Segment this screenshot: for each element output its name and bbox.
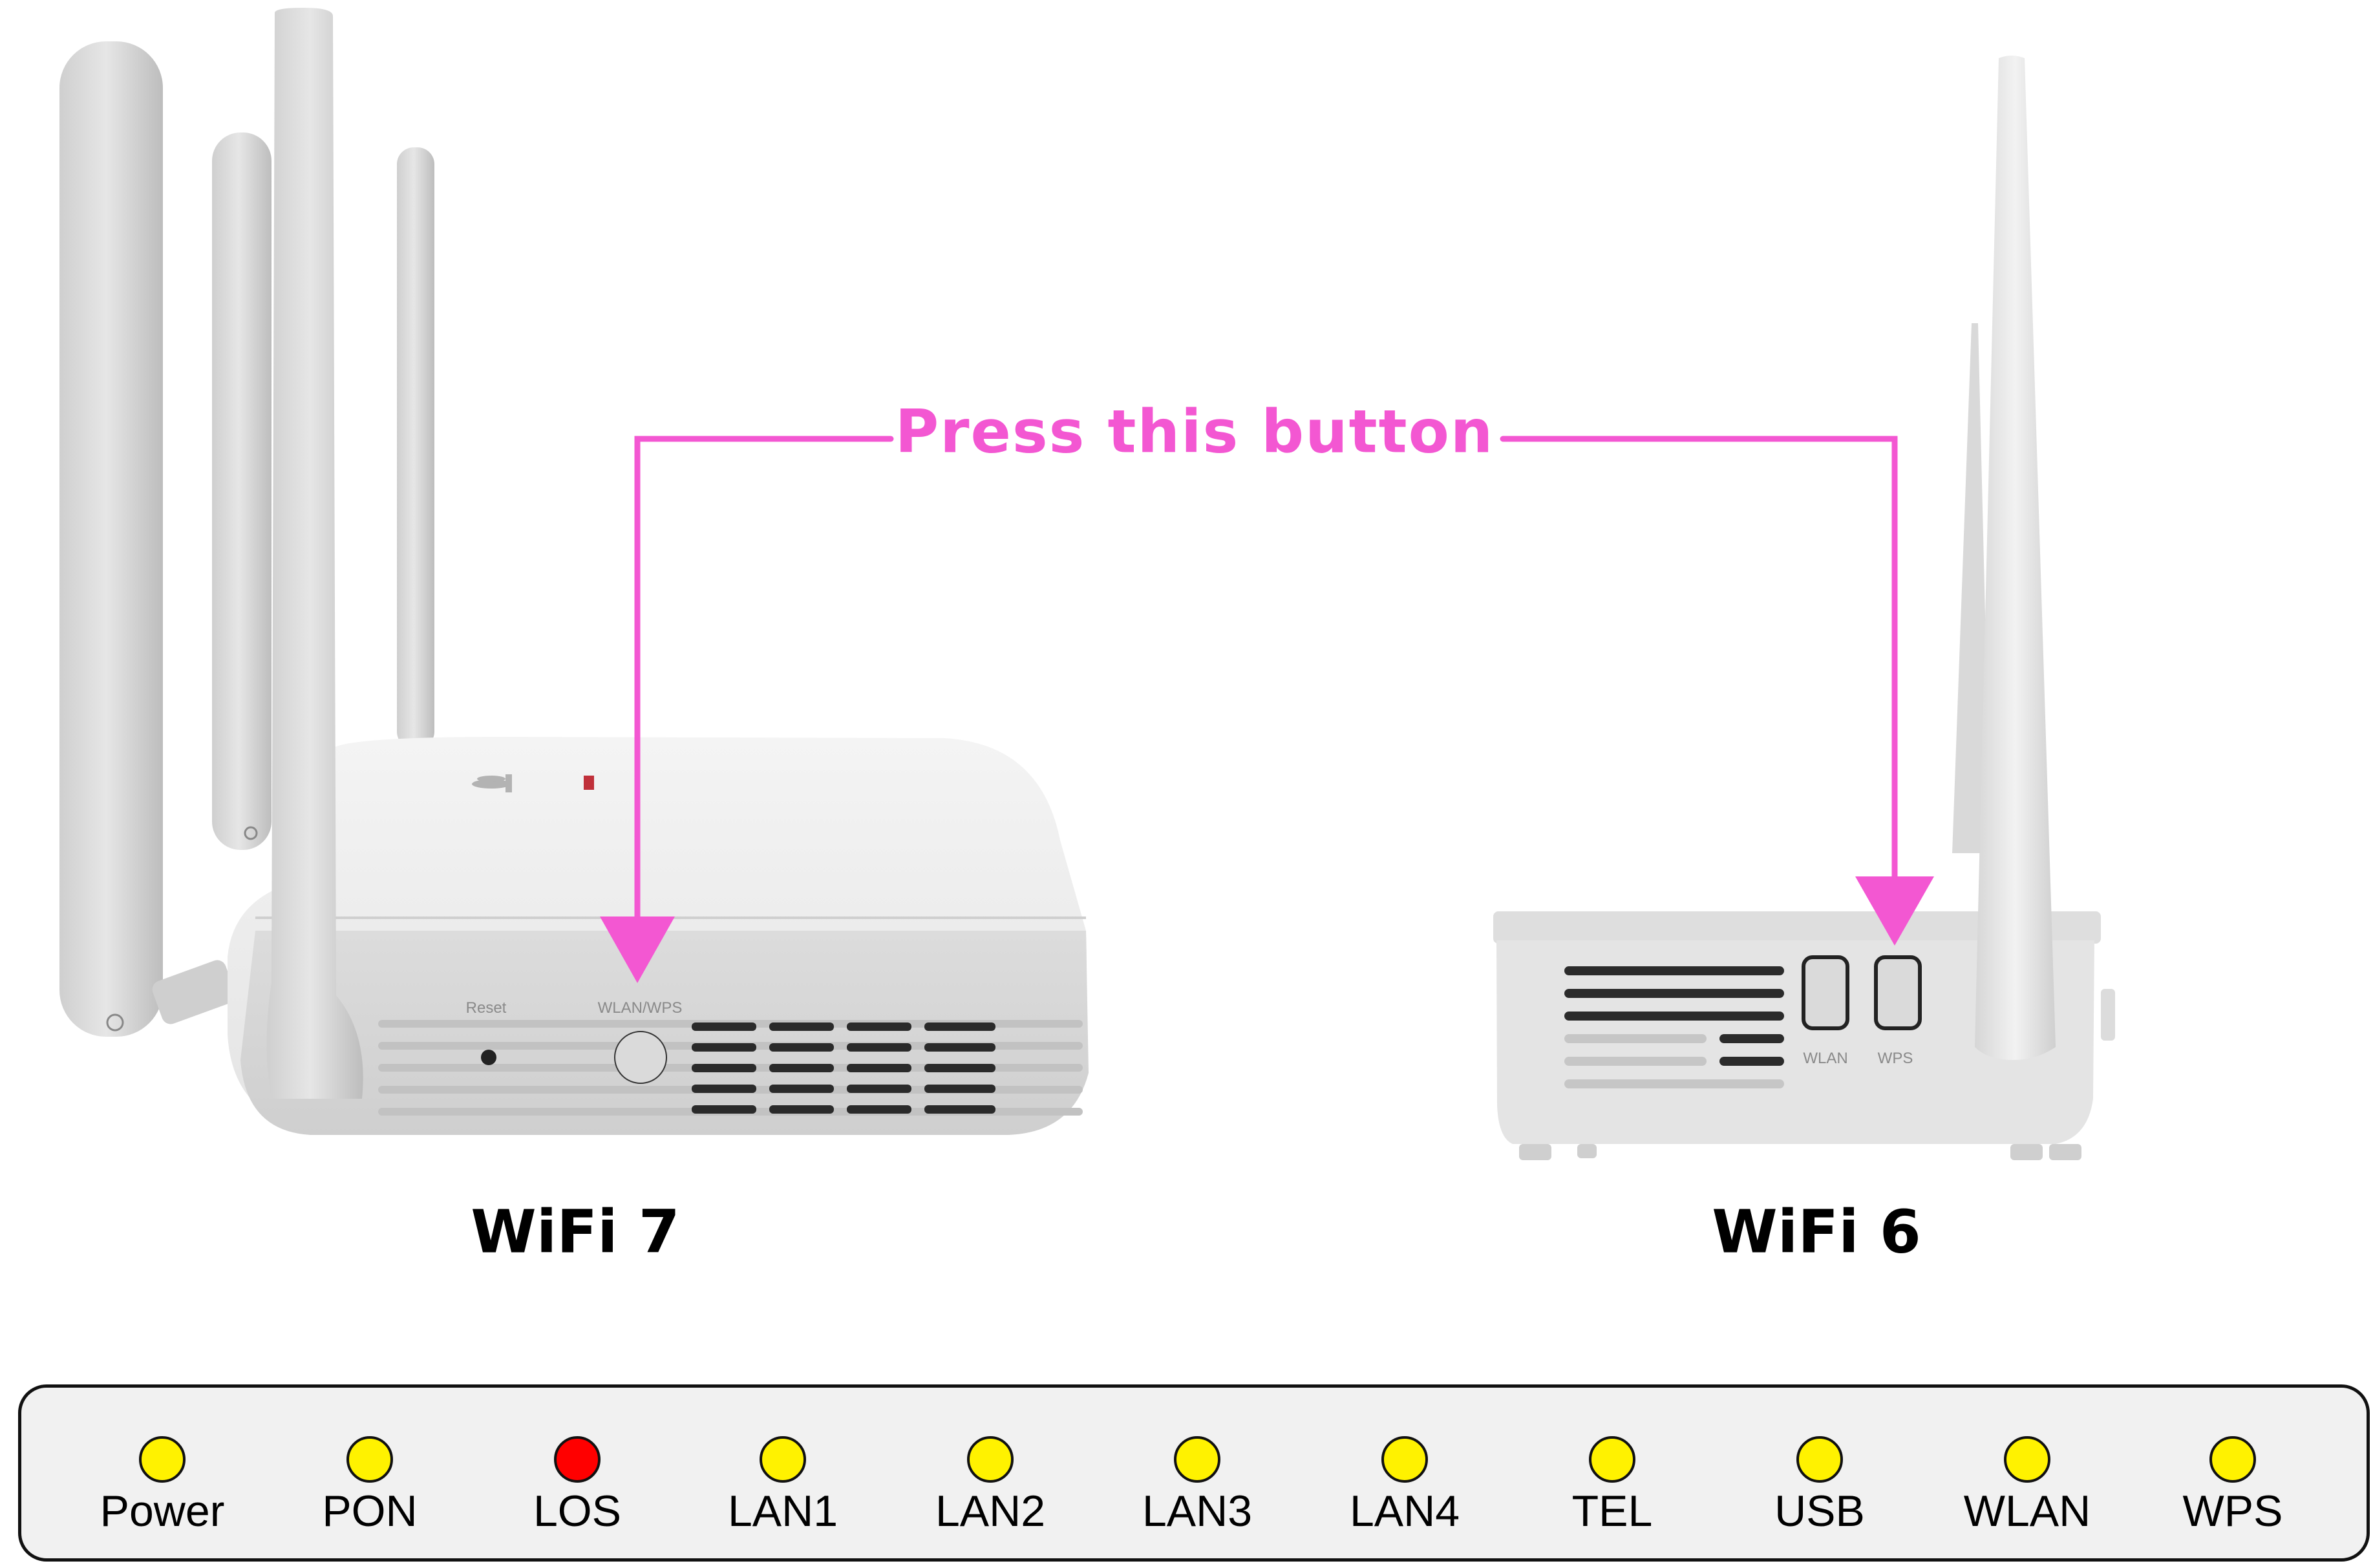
router-body [1493, 911, 2101, 944]
reset-pinhole-icon [481, 1050, 496, 1065]
antenna-icon [212, 132, 271, 850]
reset-label: Reset [465, 999, 507, 1017]
model-label-wifi7: WiFi 7 [471, 1197, 680, 1267]
led-dot-icon [967, 1436, 1014, 1483]
arrow-down-icon [600, 916, 675, 983]
led-dot-icon [1174, 1436, 1220, 1483]
callout-arrows [600, 436, 1934, 983]
antenna-icon [1975, 56, 2056, 1060]
antenna-icon [59, 41, 236, 1037]
wps-label: WPS [1877, 1050, 1913, 1067]
wifi7-router-illustration [59, 8, 1089, 1135]
wps-button [1874, 955, 1922, 1030]
led-lan1: LAN1 [699, 1388, 867, 1558]
led-dot-icon [1589, 1436, 1635, 1483]
led-power: Power [78, 1388, 246, 1558]
led-los: LOS [493, 1388, 661, 1558]
led-tel: TEL [1528, 1388, 1696, 1558]
led-dot-icon [139, 1436, 186, 1483]
led-lan3: LAN3 [1113, 1388, 1281, 1558]
arrow-down-icon [1855, 876, 1934, 946]
led-lan4: LAN4 [1321, 1388, 1489, 1558]
led-dot-icon [760, 1436, 806, 1483]
wlan-button [1802, 955, 1849, 1030]
led-dot-icon [2004, 1436, 2050, 1483]
led-usb: USB [1736, 1388, 1904, 1558]
led-dot-icon [1796, 1436, 1843, 1483]
wifi6-router-illustration [1493, 56, 2115, 1160]
callout-label: Press this button [895, 397, 1495, 467]
led-dot-icon [554, 1436, 601, 1483]
brand-logo-icon [472, 774, 512, 792]
model-label-wifi6: WiFi 6 [1712, 1197, 1921, 1267]
led-wps: WPS [2149, 1388, 2317, 1558]
led-lan2: LAN2 [906, 1388, 1074, 1558]
led-pon: PON [286, 1388, 454, 1558]
antenna-icon [266, 8, 363, 1099]
wlan-wps-button [614, 1031, 667, 1084]
antenna-icon [397, 147, 434, 748]
wlan-label: WLAN [1803, 1050, 1848, 1067]
led-dot-icon [2209, 1436, 2256, 1483]
wlan-wps-label: WLAN/WPS [597, 999, 683, 1017]
led-dot-icon [1381, 1436, 1428, 1483]
led-dot-icon [346, 1436, 393, 1483]
led-indicator-panel: Power PON LOS LAN1 LAN2 LAN3 LAN4 TEL US… [18, 1384, 2370, 1562]
antenna-icon [1952, 323, 1991, 853]
led-wlan: WLAN [1943, 1388, 2111, 1558]
status-led-icon [584, 776, 594, 790]
